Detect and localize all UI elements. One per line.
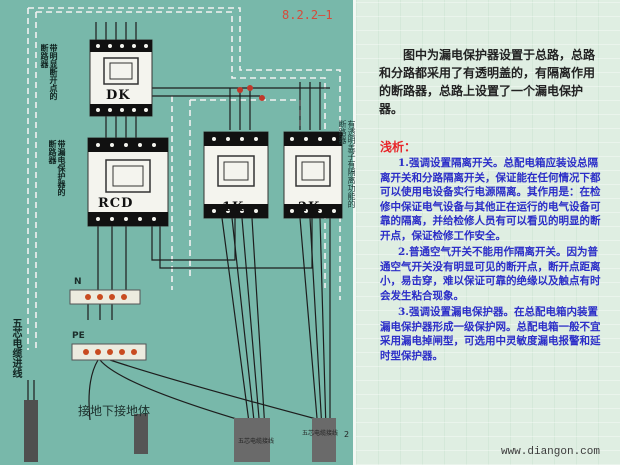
- pole-label: 2: [344, 430, 350, 439]
- dashed-line-top-right: [36, 11, 326, 288]
- cable-right-label: 五芯电缆接线: [302, 430, 339, 437]
- analysis-point-1: 1.强调设置隔离开关。总配电箱应装设总隔离开关和分路隔离开关，保证能在任何情况下…: [380, 157, 601, 242]
- ground-label: 接地下接地体: [78, 404, 151, 418]
- cable-ends: [24, 400, 336, 462]
- n-bar-label: N: [74, 277, 82, 287]
- rcd-to-n-wires: [97, 226, 127, 298]
- rcd-device: [87, 137, 169, 227]
- wiring-svg: [24, 7, 343, 462]
- incoming-cable-label: 五芯电缆进线: [10, 318, 21, 378]
- analysis-point-3: 3.强调设置漏电保护器。在总配电箱内装置漏电保护器形成一级保护网。总配电箱一般不…: [380, 306, 601, 362]
- k1-label: 1K: [222, 200, 245, 215]
- incoming-wires: [95, 22, 137, 40]
- junction-dot: [259, 95, 265, 101]
- rcd-label: RCD: [98, 196, 134, 211]
- junction-dots: [237, 85, 265, 101]
- dashed-branch-link: [190, 99, 301, 130]
- dk-breaker: [89, 39, 153, 117]
- figure-number: 8.2.2—1: [282, 8, 333, 22]
- pe-terminal-bar: [71, 343, 147, 361]
- junction-dot: [247, 85, 253, 91]
- junction-dot: [237, 87, 243, 93]
- intro-text: 图中为漏电保护器设置于总路，总路和分路都采用了有透明盖的，有隔离作用的断路器，总…: [379, 48, 596, 116]
- analysis-point-2: 2.普通空气开关不能用作隔离开关。因为普通空气开关没有明显可见的断开点，断开点距…: [380, 246, 601, 302]
- wires: [27, 22, 331, 440]
- outgoing-1k-wires: [221, 217, 266, 431]
- outgoing-2k-wires: [299, 217, 331, 431]
- dk-label: DK: [106, 88, 131, 103]
- incoming-cable: [24, 400, 38, 462]
- feeder-2k: [299, 82, 321, 130]
- analysis-body: 1.强调设置隔离开关。总配电箱应装设总隔离开关和分路隔离开关，保证能在任何情况下…: [380, 156, 604, 363]
- cable-left-label: 五芯电缆接线: [238, 438, 275, 445]
- outgoing-cable-1: [234, 418, 270, 462]
- pe-bar-label: PE: [72, 331, 85, 341]
- outgoing-cable-2: [312, 418, 336, 462]
- n-terminal-bar: [69, 289, 141, 305]
- wiring-diagram: 8.2.2—1 带明显断开点的断路器 带漏电保护器的断路器 有透明盖子有隔离功能…: [0, 0, 356, 465]
- ground-rod: [134, 414, 148, 454]
- breaker-1k: [203, 131, 269, 219]
- feeder-1k: [229, 88, 251, 130]
- dk-to-rcd-wires: [105, 116, 137, 140]
- breaker-2k: [283, 131, 343, 219]
- rcd-note: 带漏电保护器的断路器: [48, 140, 66, 196]
- site-credit: www.diangon.com: [500, 446, 600, 458]
- pe-to-ground-wires: [88, 359, 321, 421]
- main-breaker-note: 带明显断开点的断路器: [40, 44, 58, 100]
- explanation-panel: 图中为漏电保护器设置于总路，总路和分路都采用了有透明盖的，有隔离作用的断路器，总…: [356, 0, 620, 465]
- branch-breaker-note: 有透明盖子有隔离功能的断路器: [338, 120, 356, 208]
- analysis-heading: 浅析：: [380, 140, 417, 154]
- k2-label: 2K: [298, 200, 321, 215]
